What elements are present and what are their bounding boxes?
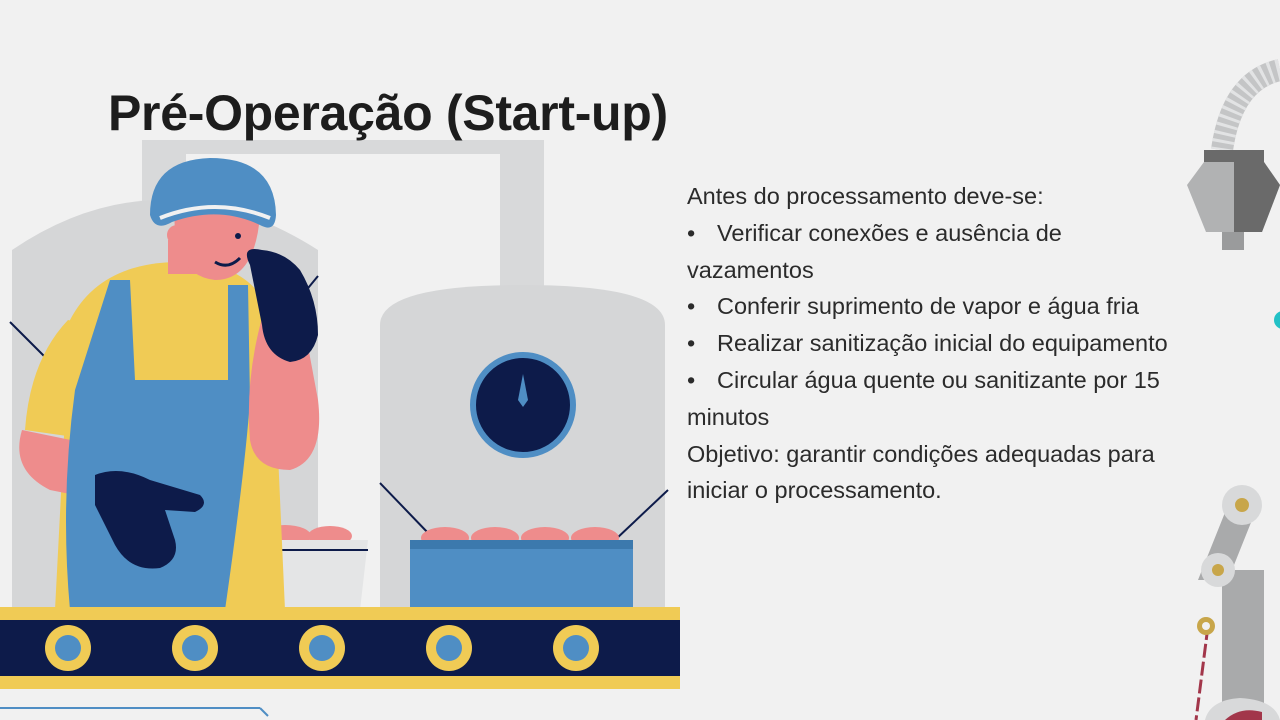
bullet-item: Realizar sanitização inicial do equipame… — [687, 325, 1187, 362]
objective-text: Objetivo: garantir condições adequadas p… — [687, 440, 1155, 504]
conveyor-belt-icon — [0, 607, 680, 717]
processing-tank-icon — [379, 285, 669, 610]
intro-text: Antes do processamento deve-se: — [687, 183, 1044, 209]
bullet-item: Conferir suprimento de vapor e água fria — [687, 288, 1187, 325]
bullet-list: Verificar conexões e ausência de vazamen… — [687, 215, 1187, 436]
robot-arm-icon — [1187, 59, 1280, 250]
robot-arm-lower-icon — [1194, 485, 1280, 720]
bullet-item: Verificar conexões e ausência de vazamen… — [687, 215, 1187, 289]
food-worker-illustration — [19, 158, 320, 610]
slide-body: Antes do processamento deve-se: Verifica… — [687, 178, 1187, 509]
bullet-item: Circular água quente ou sanitizante por … — [687, 362, 1187, 436]
pressure-gauge-icon — [470, 352, 576, 458]
slide-title: Pré-Operação (Start-up) — [108, 85, 668, 141]
accent-dot — [1274, 311, 1280, 329]
